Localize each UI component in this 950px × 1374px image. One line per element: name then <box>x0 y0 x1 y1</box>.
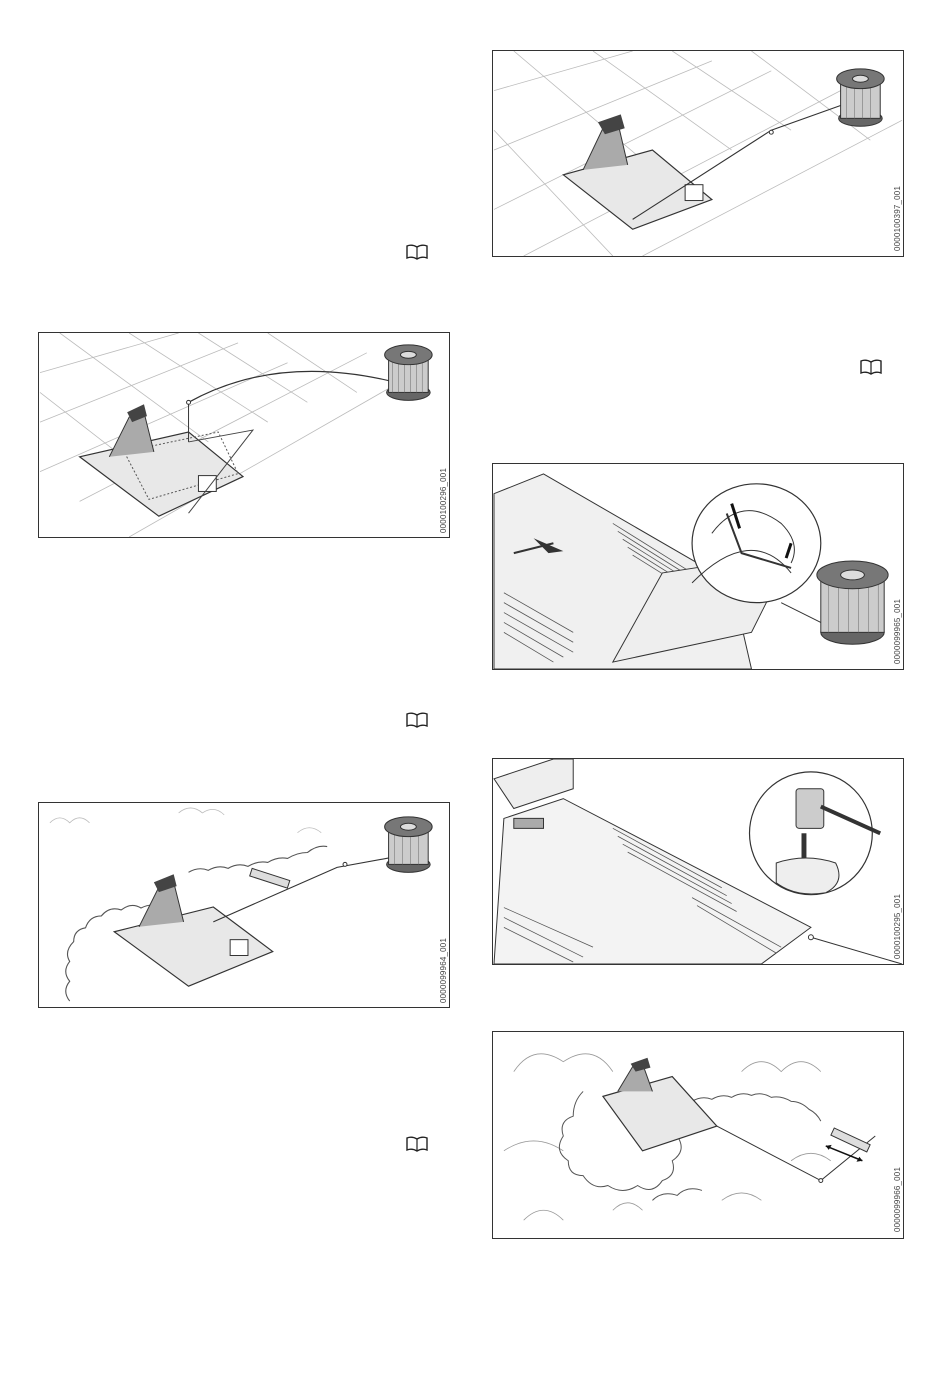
figure-wire-insert-detail: 0000099965_001 <box>492 463 904 670</box>
figure-id-label: 0000099965_001 <box>893 599 902 664</box>
wire-spool-icon <box>817 561 888 644</box>
wire-spool-icon <box>385 345 433 400</box>
figure-station-lawn: 0000099964_001 <box>38 802 450 1008</box>
book-icon <box>406 712 428 728</box>
spool-on-paving-icon <box>39 333 449 537</box>
peg-hammer-detail-icon <box>493 759 903 964</box>
book-icon <box>406 1136 428 1152</box>
figure-peg-hammer-detail: 0000100295_001 <box>492 758 904 965</box>
figure-id-label: 0000099966_001 <box>893 1167 902 1232</box>
book-icon <box>860 359 882 375</box>
wire-spool-icon <box>385 817 433 872</box>
garden-overview-icon <box>493 1032 903 1238</box>
figure-station-paving-2: 0000100397_001 <box>492 50 904 257</box>
figure-station-paving-1: 0000100296_001 <box>38 332 450 538</box>
figure-id-label: 0000100296_001 <box>439 468 448 533</box>
book-icon <box>406 244 428 260</box>
wire-spool-icon <box>837 69 885 126</box>
figure-id-label: 0000100397_001 <box>893 186 902 251</box>
figure-id-label: 0000099964_001 <box>439 938 448 1003</box>
figure-garden-overview: 0000099966_001 <box>492 1031 904 1239</box>
spool-on-paving-icon <box>493 51 903 256</box>
wire-insert-detail-icon <box>493 464 903 669</box>
spool-on-lawn-icon <box>39 803 449 1007</box>
figure-id-label: 0000100295_001 <box>893 894 902 959</box>
